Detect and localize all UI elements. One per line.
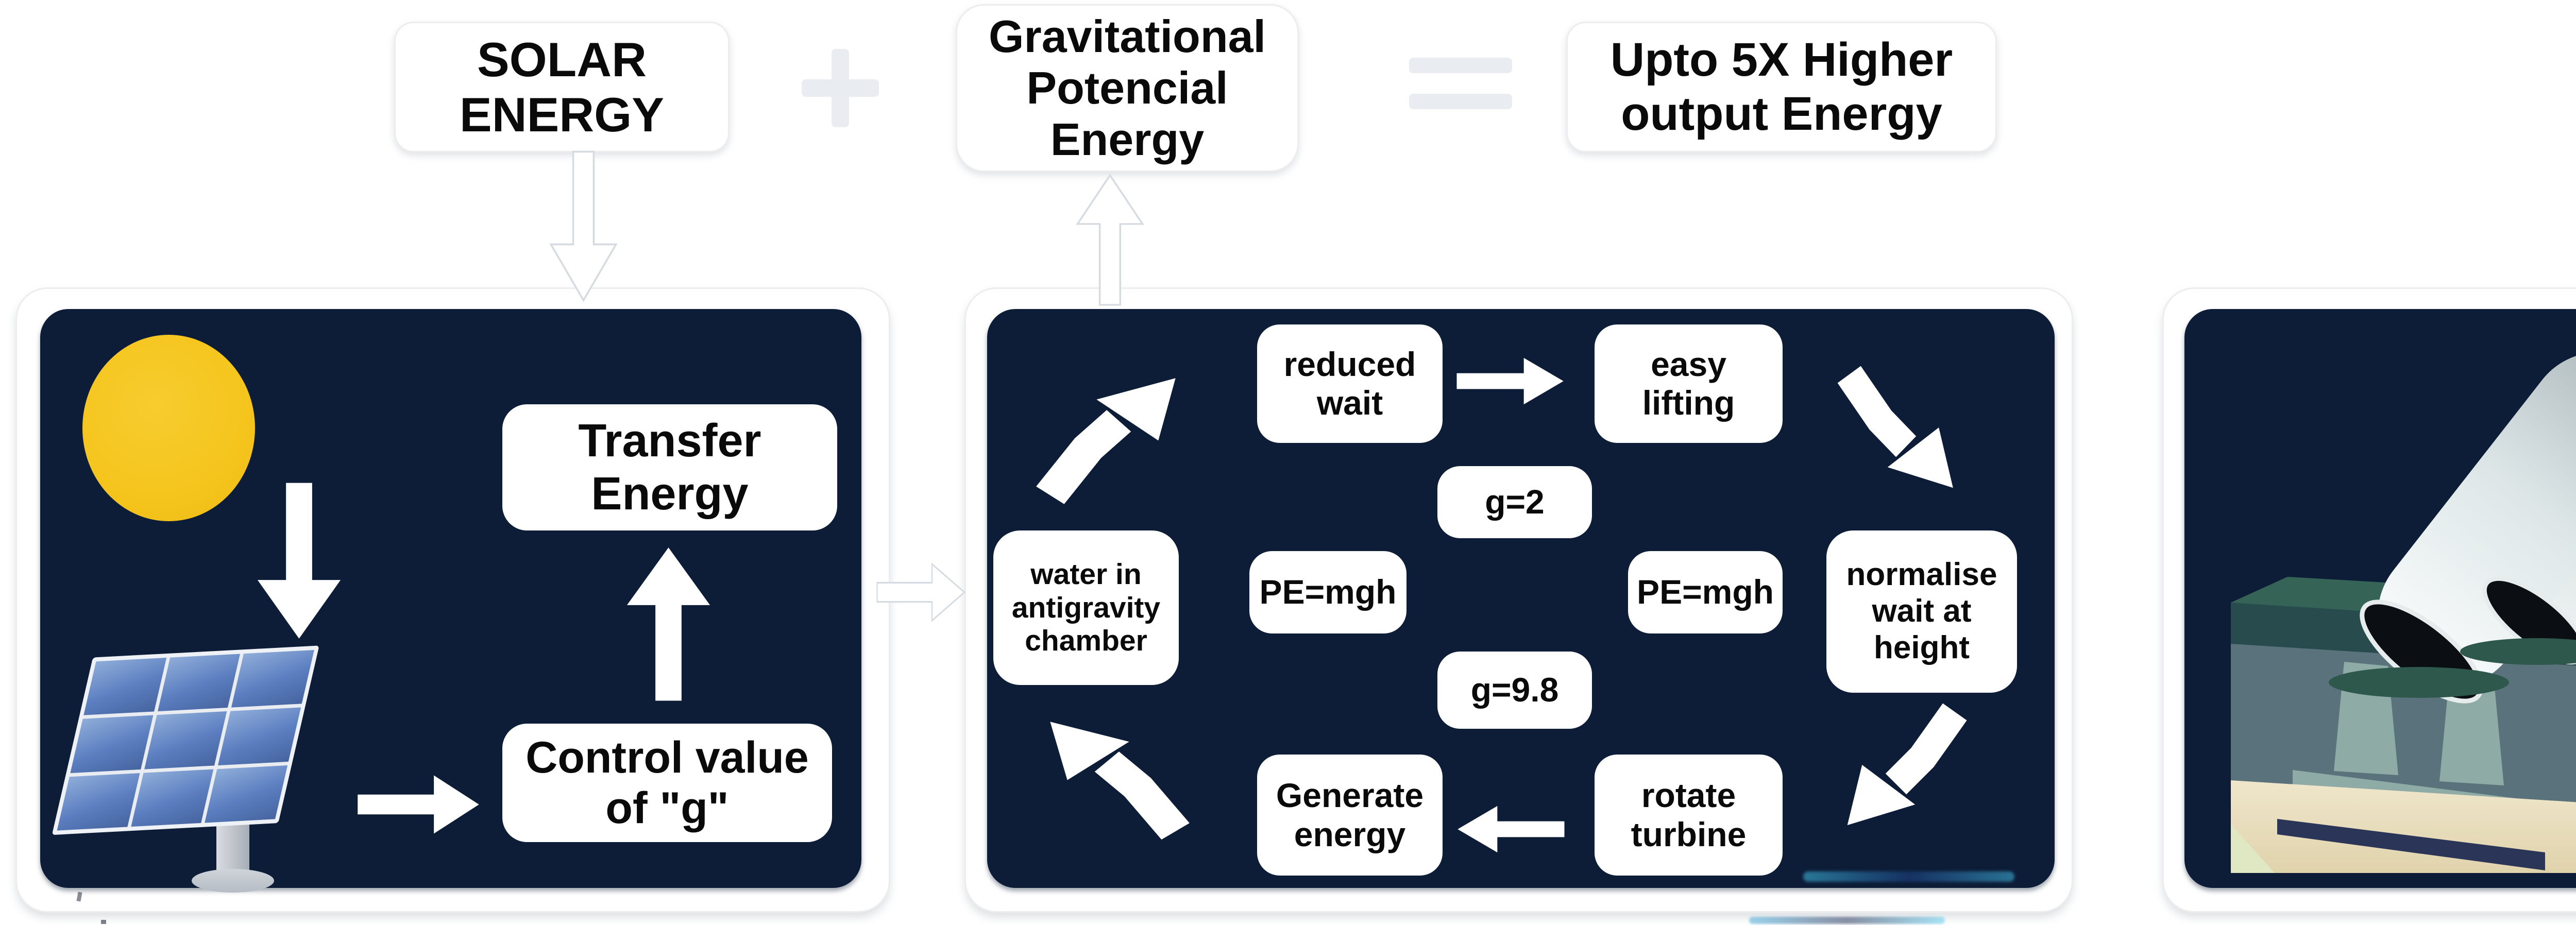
arrow-se-icon: [1826, 355, 1976, 510]
arrow-down-icon: [251, 482, 347, 641]
g98-box: g=9.8: [1437, 652, 1592, 729]
arrow-nw-icon: [1023, 700, 1203, 850]
flow-arrow-right-icon: [875, 557, 968, 627]
sun-icon: [82, 335, 255, 521]
arrow-ne-icon: [1023, 355, 1203, 515]
g2-box: g=2: [1437, 466, 1592, 538]
watermark-remnant: [1803, 871, 2014, 882]
solar-panel-icon: [52, 645, 350, 893]
equals-icon: [1409, 58, 1512, 109]
chamber-cylinders: [2329, 348, 2576, 704]
reduced-wait-box: reduced wait: [1257, 324, 1443, 443]
solar-process-panel: Transfer Energy Control value of "g": [40, 309, 861, 893]
plus-icon: [800, 49, 881, 127]
normalise-wait-box: normalise wait at height: [1826, 530, 2017, 693]
arrow-right-icon: [354, 768, 483, 841]
water-chamber-box: water in antigravity chamber: [993, 530, 1179, 685]
watermark-remnant: [101, 920, 106, 924]
arrow-sw-icon: [1824, 693, 1978, 847]
flow-arrow-up-icon: [1073, 173, 1147, 306]
transfer-energy-box: Transfer Energy: [502, 404, 837, 530]
watermark-remnant: [1749, 917, 1945, 924]
easy-lifting-box: easy lifting: [1595, 324, 1783, 443]
machine-panel: [2184, 309, 2576, 888]
machine-illustration: [2215, 342, 2576, 873]
cycle-panel: reduced wait easy lifting g=2 water in a…: [987, 309, 2055, 888]
control-value-box: Control value of "g": [502, 724, 832, 842]
pe-mgh-right-box: PE=mgh: [1628, 551, 1783, 633]
arrow-up-icon: [621, 545, 716, 702]
gravitational-energy-box: Gravitational Potencial Energy: [956, 4, 1299, 172]
arrow-left-icon: [1454, 800, 1567, 858]
rotate-turbine-box: rotate turbine: [1595, 755, 1783, 876]
generate-energy-box: Generate energy: [1257, 755, 1443, 876]
output-energy-box: Upto 5X Higher output Energy: [1566, 22, 1997, 152]
arrow-right-icon: [1454, 352, 1567, 410]
flow-arrow-down-icon: [546, 150, 621, 303]
pe-mgh-left-box: PE=mgh: [1249, 551, 1406, 633]
solar-energy-box: SOLAR ENERGY: [394, 22, 730, 152]
